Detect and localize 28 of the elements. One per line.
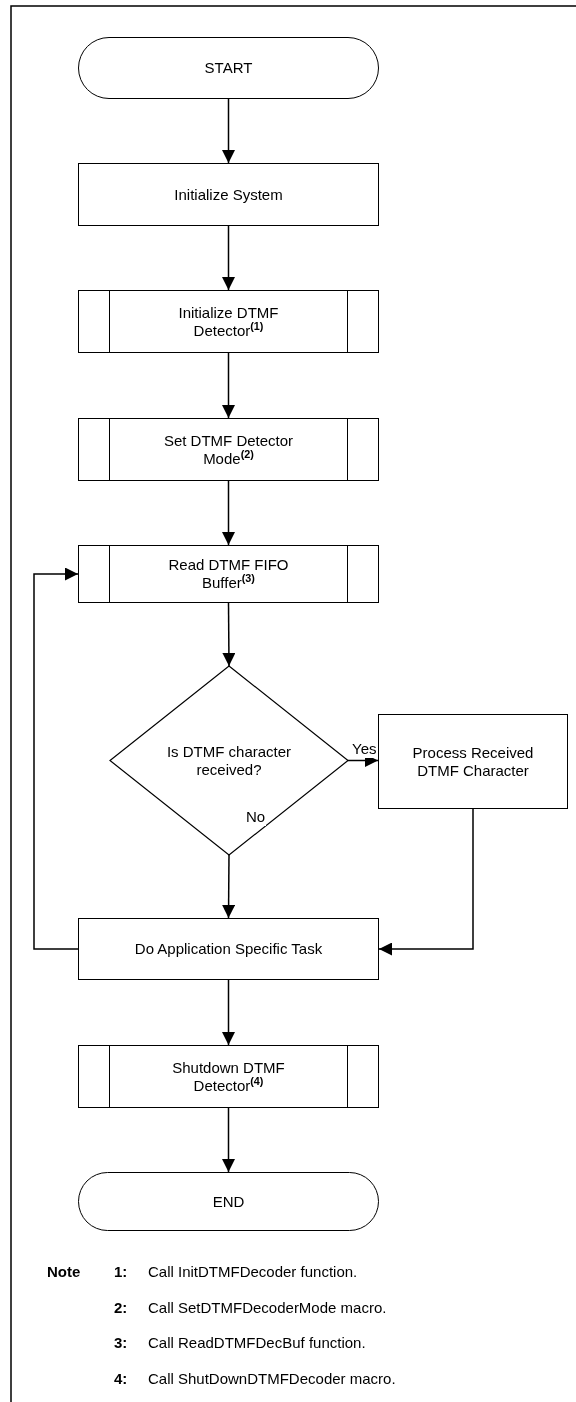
note-text: Call ShutDownDTMFDecoder macro. — [148, 1369, 396, 1388]
arrow — [222, 854, 236, 919]
process-box: Do Application Specific Task — [78, 918, 379, 980]
note-number: 3: — [114, 1334, 128, 1352]
terminal-shape: START — [78, 37, 379, 99]
note-number: 1: — [114, 1263, 128, 1281]
arrow — [33, 567, 79, 950]
arrow — [222, 979, 235, 1046]
predefined-process-box: Read DTMF FIFO Buffer$^{(3)}$ — [78, 545, 379, 603]
predefined-process-box: Set DTMF Detector Mode$^{(2)}$ — [78, 418, 379, 481]
note-text: Call SetDTMFDecoderMode macro. — [148, 1298, 387, 1317]
note-number: 4: — [114, 1369, 128, 1388]
note-text: Call ReadDTMFDecBuf function. — [148, 1334, 366, 1352]
note-heading: Note — [47, 1263, 81, 1281]
arrow — [222, 352, 235, 419]
arrow — [222, 225, 235, 291]
arrow — [222, 1107, 235, 1173]
terminal-shape: END — [78, 1172, 379, 1231]
note-text: Call InitDTMFDecoder function. — [148, 1263, 358, 1281]
predefined-process-box: Initialize DTMF Detector$^{(1)}$ — [78, 290, 379, 353]
process-box: Initialize System — [78, 163, 379, 226]
arrow — [222, 480, 235, 546]
arrow — [222, 602, 236, 667]
predefined-process-box: Shutdown DTMF Detector$^{(4)}$ — [78, 1045, 379, 1108]
note-number: 2: — [114, 1298, 128, 1317]
arrow — [222, 98, 235, 164]
arrow — [378, 808, 474, 956]
process-box: Process Received DTMF Character — [378, 714, 568, 809]
